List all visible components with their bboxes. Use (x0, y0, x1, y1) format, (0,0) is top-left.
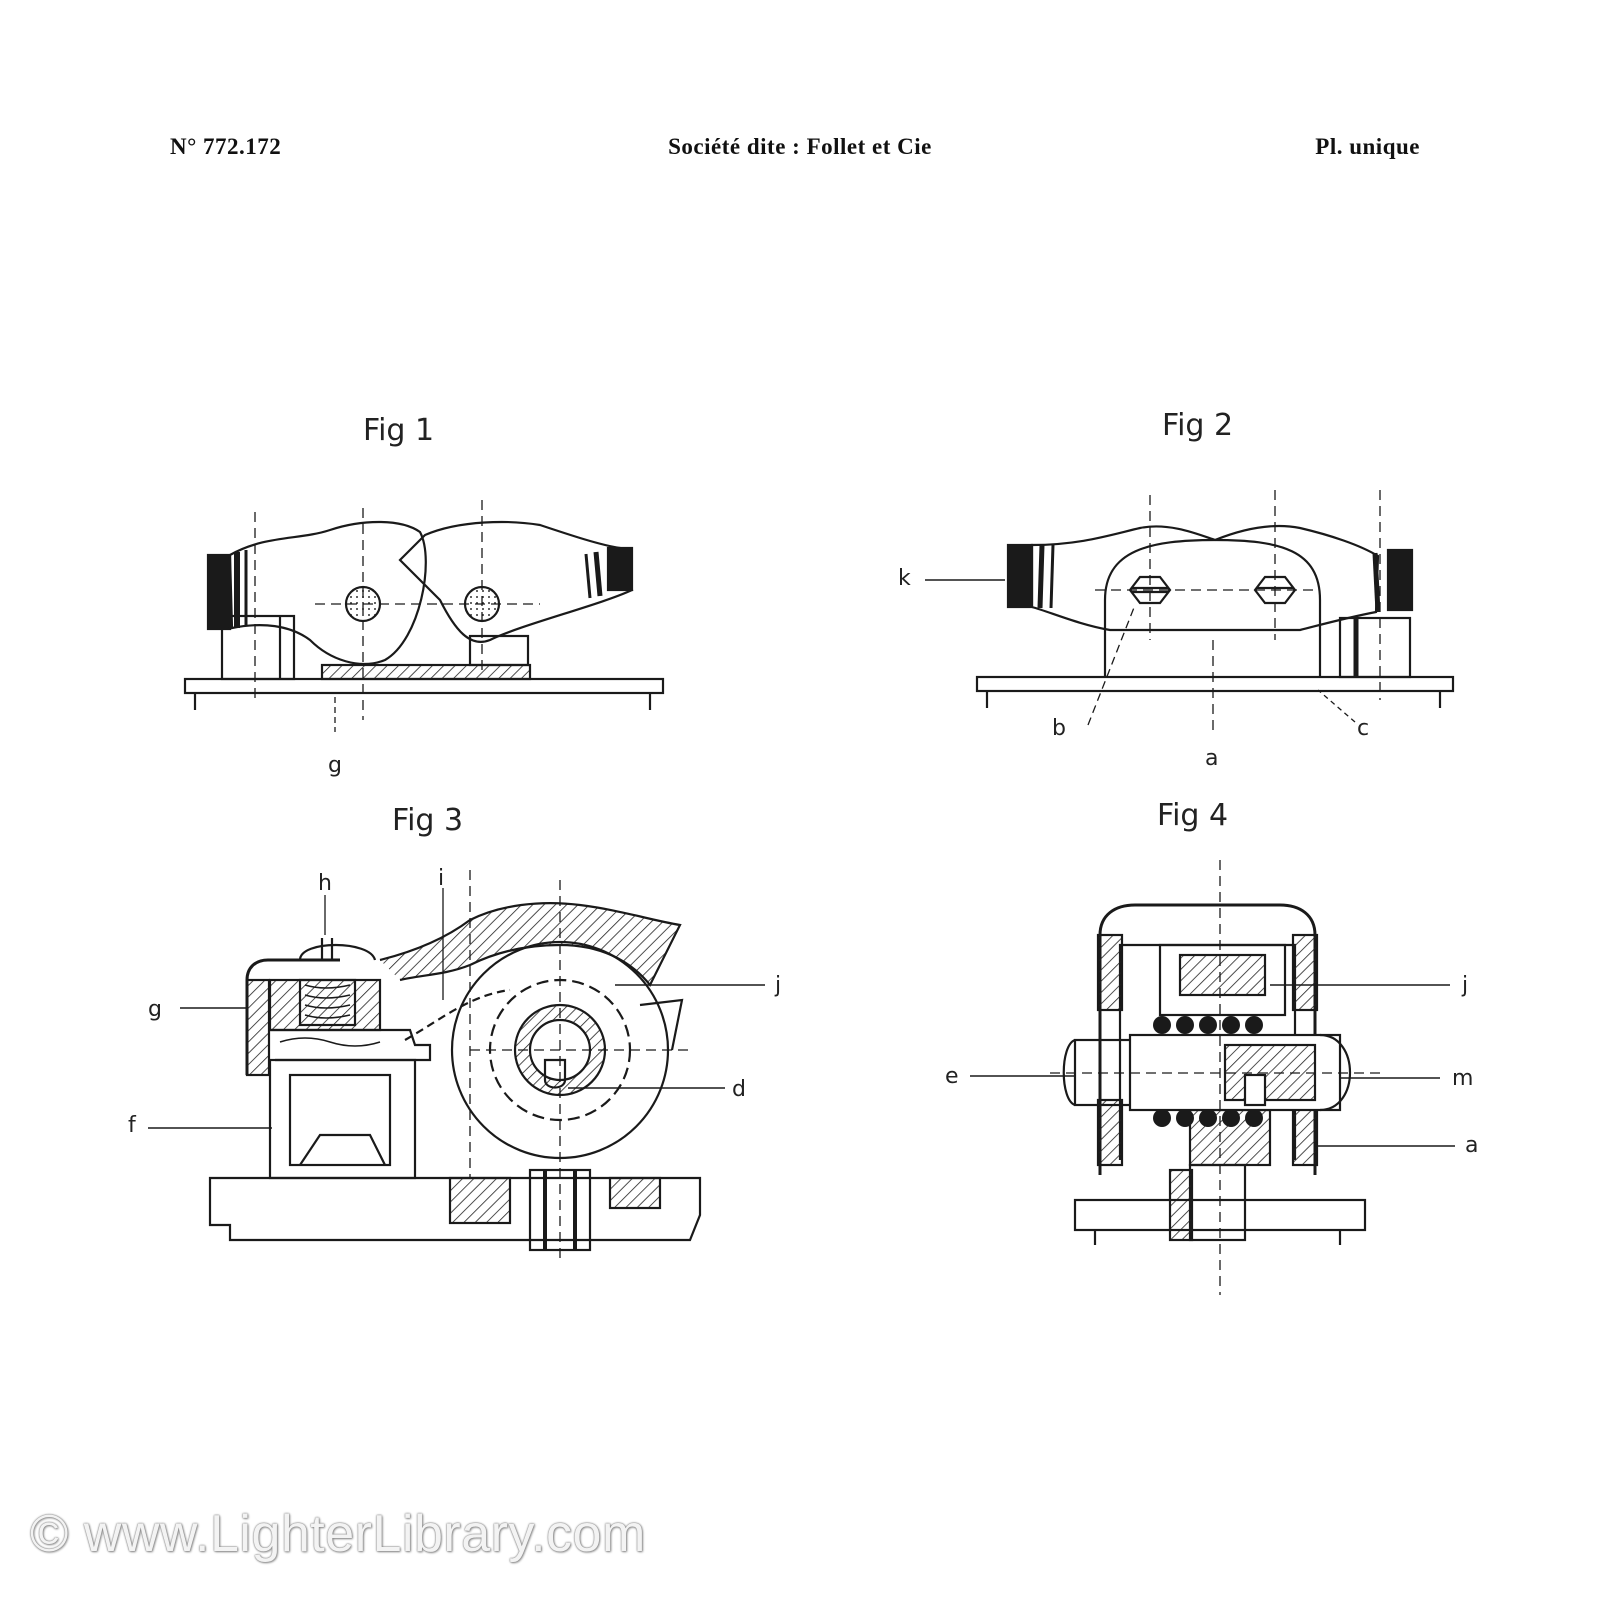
fig2-label-c: c (1357, 716, 1369, 741)
fig2-label-k: k (898, 566, 911, 591)
fig3-label-d: d (732, 1077, 746, 1102)
figure-3-label: Fig 3 (392, 803, 463, 838)
fig4-label-m: m (1452, 1066, 1473, 1091)
fig2-label-a: a (1205, 746, 1218, 771)
figure-2-label: Fig 2 (1162, 408, 1233, 443)
fig3-label-g: g (148, 997, 162, 1022)
fig1-label-g: g (328, 753, 342, 778)
patent-number: N° 772.172 (170, 134, 282, 159)
plate-label: Pl. unique (1315, 134, 1420, 159)
applicant-name: Société dite : Follet et Cie (668, 134, 932, 159)
fig4-label-j: j (1461, 973, 1468, 998)
fig2-label-b: b (1052, 716, 1066, 741)
figure-2: Fig 2 (898, 408, 1455, 771)
fig4-label-a: a (1465, 1133, 1478, 1158)
fig3-label-i: i (438, 866, 444, 891)
figure-3: Fig 3 (128, 803, 781, 1260)
figure-1: Fig 1 (183, 413, 665, 778)
figure-4: Fig 4 (945, 798, 1478, 1295)
fig4-label-e: e (945, 1064, 959, 1089)
figure-4-label: Fig 4 (1157, 798, 1228, 833)
fig3-label-h: h (318, 871, 332, 896)
watermark-text: © www.LighterLibrary.com (30, 1505, 646, 1563)
fig3-label-f: f (128, 1113, 137, 1138)
figure-1-label: Fig 1 (363, 413, 434, 448)
fig3-label-j: j (774, 973, 781, 998)
